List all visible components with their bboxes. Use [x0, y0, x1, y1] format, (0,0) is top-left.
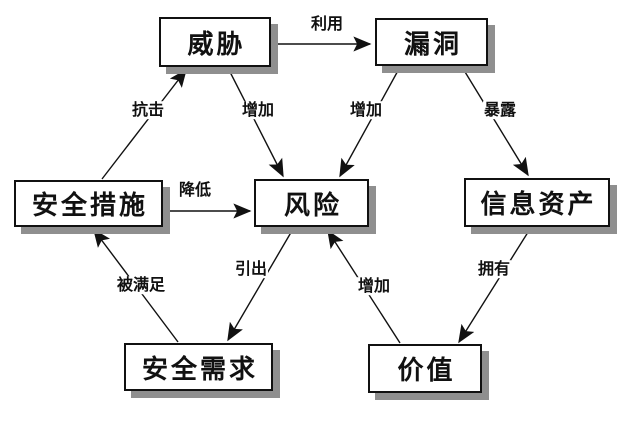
edge-risk-to-security-requirements — [227, 228, 294, 342]
node-value: 价值 — [368, 344, 482, 393]
edge-label-threat-to-vulnerability: 利用 — [309, 14, 345, 34]
edge-information-assets-to-value — [458, 228, 531, 344]
edge-threat-to-risk — [227, 67, 284, 178]
node-label: 信息资产 — [480, 190, 597, 220]
node-vulnerability: 漏洞 — [375, 18, 488, 66]
node-risk: 风险 — [254, 179, 369, 227]
node-security-requirements: 安全需求 — [124, 343, 273, 391]
edge-label-security-requirements-to-security-measures: 被满足 — [115, 275, 167, 295]
edge-vulnerability-to-risk — [339, 66, 401, 178]
edge-label-information-assets-to-value: 拥有 — [476, 259, 512, 279]
edge-label-threat-to-risk: 增加 — [240, 100, 276, 120]
node-label: 安全措施 — [31, 191, 148, 221]
node-threat: 威胁 — [159, 17, 271, 67]
edge-label-value-to-risk: 增加 — [356, 276, 392, 296]
node-label: 威胁 — [187, 29, 246, 60]
node-label: 风险 — [283, 190, 342, 221]
edge-label-vulnerability-to-information-assets: 暴露 — [482, 100, 518, 120]
node-security-measures: 安全措施 — [14, 180, 163, 227]
node-label: 安全需求 — [141, 354, 258, 385]
node-information-assets: 信息资产 — [464, 178, 610, 227]
edge-label-risk-to-security-requirements: 引出 — [233, 259, 269, 279]
edge-label-security-measures-to-threat: 抗击 — [130, 100, 166, 120]
node-label: 漏洞 — [403, 29, 462, 60]
edge-label-vulnerability-to-risk: 增加 — [348, 100, 384, 120]
node-label: 价值 — [397, 356, 456, 386]
edge-label-security-measures-to-risk: 降低 — [177, 180, 213, 200]
edge-vulnerability-to-information-assets — [461, 66, 529, 177]
edge-security-measures-to-threat — [101, 68, 187, 180]
